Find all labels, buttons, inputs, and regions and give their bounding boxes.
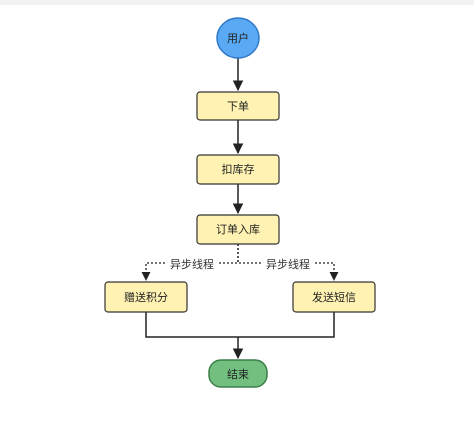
- edge-label-async-left: 异步线程: [166, 256, 218, 271]
- node-end-label: 结束: [227, 368, 249, 381]
- node-order: 下单: [196, 91, 280, 121]
- edge-points-end: [145, 312, 238, 338]
- node-end: 结束: [208, 359, 268, 388]
- node-points-label: 赠送积分: [124, 290, 168, 304]
- node-start: 用户: [216, 17, 260, 59]
- node-points: 赠送积分: [104, 281, 188, 313]
- edge-sms-end: [238, 312, 335, 338]
- node-store-label: 订单入库: [216, 223, 260, 236]
- node-start-label: 用户: [227, 31, 249, 45]
- node-order-label: 下单: [227, 100, 249, 113]
- node-deduct: 扣库存: [196, 154, 280, 185]
- node-sms: 发送短信: [292, 281, 376, 313]
- edge-label-async-left-text: 异步线程: [170, 257, 214, 271]
- edge-label-async-right-text: 异步线程: [266, 257, 310, 271]
- node-sms-label: 发送短信: [312, 290, 356, 304]
- edge-store-sms: [237, 244, 339, 281]
- node-store: 订单入库: [196, 214, 280, 245]
- top-border: [0, 0, 474, 5]
- node-deduct-label: 扣库存: [222, 162, 255, 176]
- edge-label-async-right: 异步线程: [262, 256, 314, 271]
